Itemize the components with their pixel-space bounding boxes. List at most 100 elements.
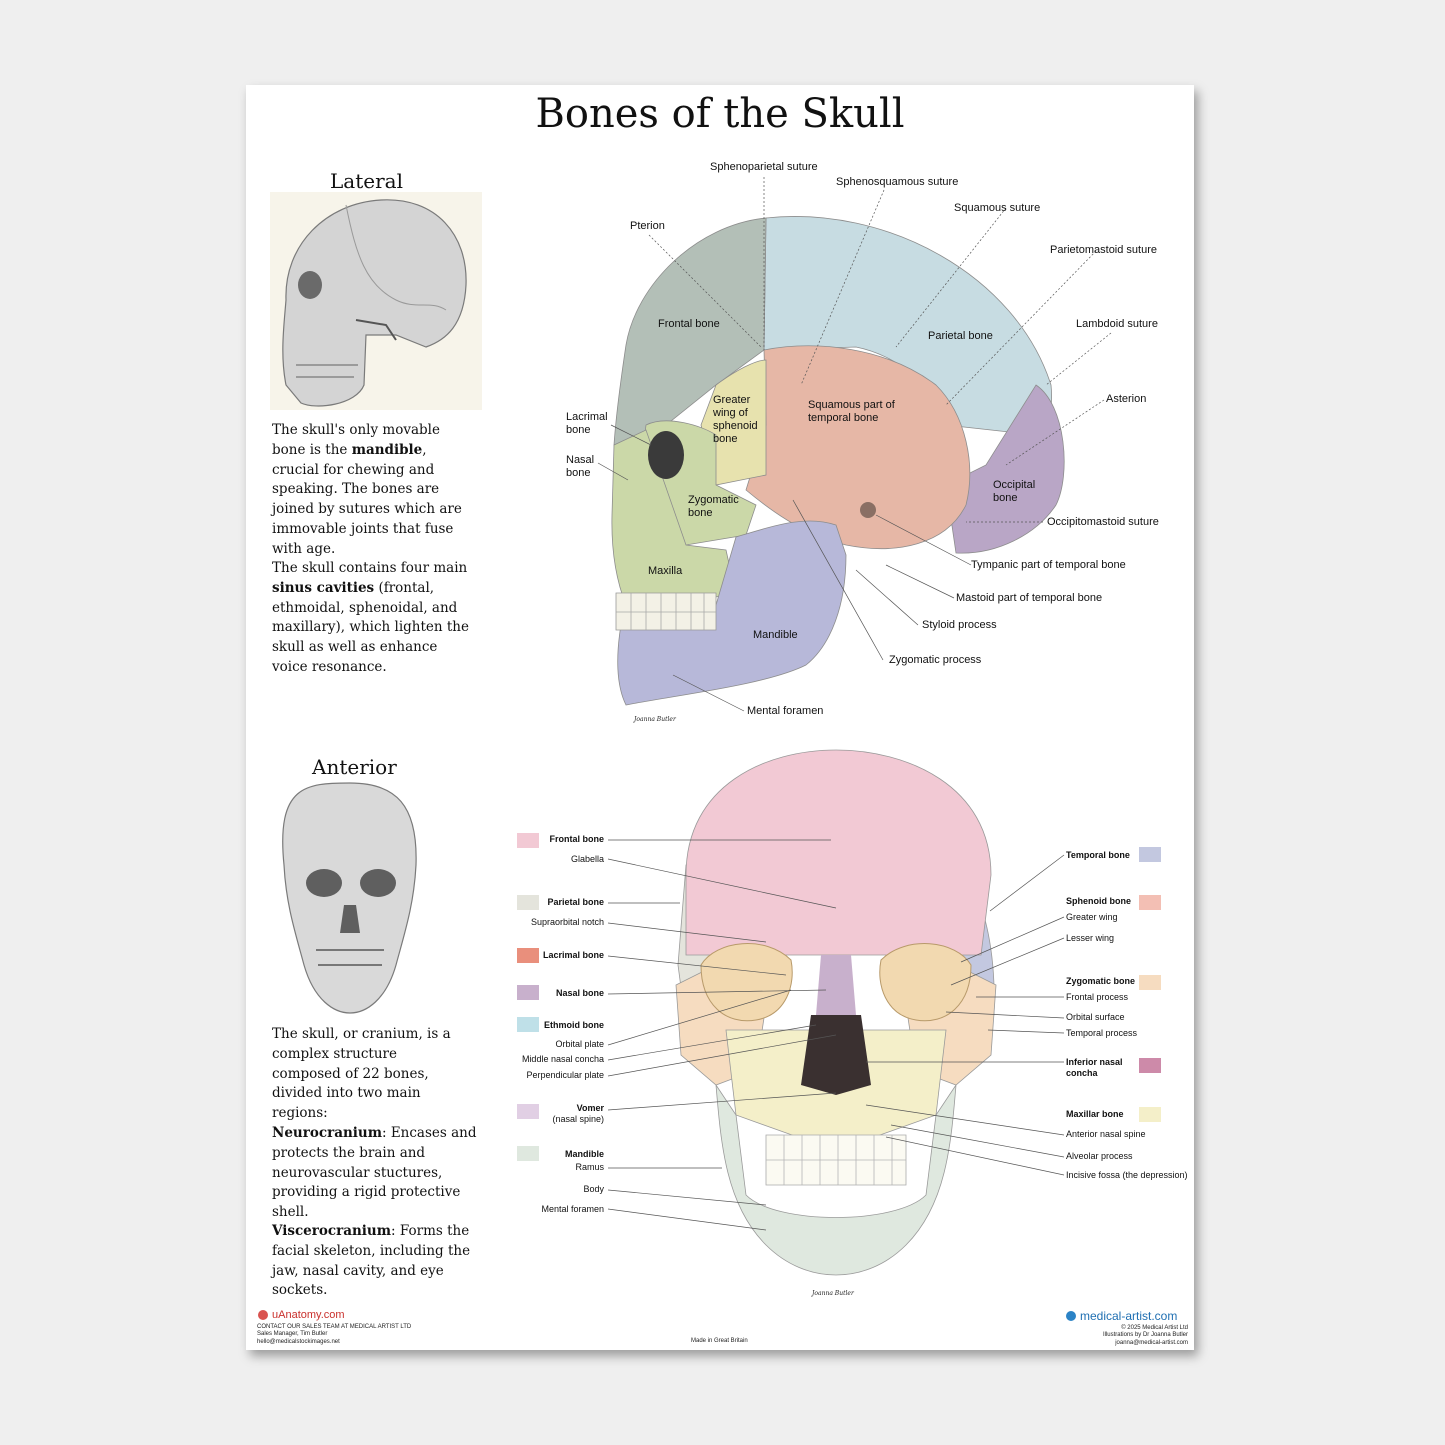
label-alveolar-process: Alveolar process bbox=[1066, 1151, 1133, 1161]
label-mandible-anterior: Mandible bbox=[564, 1149, 604, 1159]
label-temporal-process: Temporal process bbox=[1066, 1028, 1138, 1038]
lateral-maxilla-bone-shape bbox=[611, 429, 737, 606]
swatch-temporal bbox=[1139, 847, 1161, 862]
footer-contact-3[interactable]: hello@medicalstockimages.net bbox=[257, 1339, 340, 1345]
anterior-frontal-bone-shape bbox=[685, 749, 992, 956]
label-ethmoid-bone: Ethmoid bone bbox=[544, 1020, 604, 1030]
label-body: Body bbox=[583, 1184, 604, 1194]
label-temporal-bone: Temporal bone bbox=[1066, 850, 1130, 860]
label-orbital-plate: Orbital plate bbox=[555, 1039, 604, 1049]
footer-made-in: Made in Great Britain bbox=[691, 1338, 748, 1344]
anterior-heading: Anterior bbox=[312, 755, 397, 779]
label-supraorbital-notch: Supraorbital notch bbox=[530, 917, 604, 927]
lateral-sphenoid-bone-shape bbox=[700, 359, 767, 486]
label-mandible-lateral: Mandible bbox=[753, 629, 798, 641]
label-orbital-surface: Orbital surface bbox=[1066, 1012, 1125, 1022]
anterior-paragraph-1: The skull, or cranium, is a complex stru… bbox=[272, 1026, 451, 1122]
label-glabella: Glabella bbox=[570, 854, 604, 864]
label-parietal-bone-anterior: Parietal bone bbox=[547, 897, 604, 907]
label-parietal-bone-lateral: Parietal bone bbox=[928, 330, 993, 342]
label-sphenosquamous-suture: Sphenosquamous suture bbox=[836, 176, 959, 188]
label-lesser-wing: Lesser wing bbox=[1066, 933, 1115, 943]
anterior-colored-skull bbox=[675, 749, 997, 1276]
footer-copyright-1: © 2025 Medical Artist Ltd bbox=[1121, 1325, 1188, 1331]
label-mastoid-part: Mastoid part of temporal bone bbox=[956, 592, 1103, 604]
label-lacrimal-bone-lateral: Lacrimal bone bbox=[566, 411, 608, 436]
label-ramus: Ramus bbox=[575, 1162, 604, 1172]
label-incisive-fossa: Incisive fossa (the depression) bbox=[1066, 1170, 1188, 1180]
label-pterion: Pterion bbox=[630, 220, 665, 232]
label-inferior-nasal-concha: Inferior nasal concha bbox=[1066, 1057, 1123, 1078]
lateral-colored-skull bbox=[611, 216, 1065, 706]
swatch-inferior-concha bbox=[1139, 1058, 1161, 1073]
swatch-sphenoid bbox=[1139, 895, 1161, 910]
lateral-frontal-bone-shape bbox=[613, 217, 767, 446]
label-maxillar-bone: Maxillar bone bbox=[1066, 1109, 1124, 1119]
label-greater-wing-sphenoid: Greater wing of sphenoid bone bbox=[713, 394, 758, 445]
signature-anterior: Joanna Butler bbox=[812, 1290, 854, 1297]
label-perpendicular-plate: Perpendicular plate bbox=[526, 1070, 604, 1080]
anterior-paragraph-3: Viscerocranium: Forms the facial skeleto… bbox=[272, 1223, 471, 1299]
brand-uanatomy[interactable]: uAnatomy.com bbox=[272, 1309, 345, 1321]
label-frontal-bone-anterior: Frontal bone bbox=[549, 834, 605, 844]
poster: Bones of the Skull Lateral bbox=[246, 85, 1194, 1350]
swatch-ethmoid bbox=[517, 1017, 539, 1032]
footer-copyright-3[interactable]: joanna@medical-artist.com bbox=[1115, 1340, 1188, 1346]
label-zygomatic-bone-anterior: Zygomatic bone bbox=[1066, 976, 1136, 986]
label-anterior-nasal-spine: Anterior nasal spine bbox=[1066, 1129, 1146, 1139]
footer-copyright-2: Illustrations by Dr Joanna Butler bbox=[1102, 1332, 1188, 1338]
label-squamous-part-temporal: Squamous part of temporal bone bbox=[808, 399, 895, 424]
label-parietomastoid-suture: Parietomastoid suture bbox=[1050, 244, 1157, 256]
lateral-sketch-skull bbox=[270, 192, 482, 410]
brand-medical-artist[interactable]: medical-artist.com bbox=[1080, 1309, 1178, 1323]
swatch-nasal bbox=[517, 985, 539, 1000]
label-mental-foramen-anterior: Mental foramen bbox=[541, 1204, 604, 1214]
label-zygomatic-bone-lateral: Zygomatic bone bbox=[688, 494, 739, 519]
label-occipital-bone: Occipital bone bbox=[993, 479, 1036, 504]
label-lacrimal-bone-anterior: Lacrimal bone bbox=[542, 950, 604, 960]
swatch-zygomatic bbox=[1139, 975, 1161, 990]
lateral-heading: Lateral bbox=[330, 169, 403, 193]
swatch-frontal bbox=[517, 833, 539, 848]
anterior-mandible-bone-shape bbox=[715, 1084, 957, 1276]
label-zygomatic-process: Zygomatic process bbox=[889, 654, 982, 666]
label-vomer-nasal-spine: (nasal spine) bbox=[552, 1114, 604, 1124]
label-sphenoparietal-suture: Sphenoparietal suture bbox=[710, 161, 818, 173]
label-middle-nasal-concha: Middle nasal concha bbox=[521, 1054, 604, 1064]
label-nasal-bone-anterior: Nasal bone bbox=[555, 988, 604, 998]
label-vomer: Vomer bbox=[576, 1103, 604, 1113]
label-frontal-bone-lateral: Frontal bone bbox=[658, 318, 720, 330]
label-styloid-process: Styloid process bbox=[922, 619, 997, 631]
lateral-mandible-bone-shape bbox=[617, 520, 847, 706]
poster-title: Bones of the Skull bbox=[535, 91, 905, 137]
label-maxilla: Maxilla bbox=[648, 565, 683, 577]
illustration-layer bbox=[258, 177, 1112, 1321]
swatch-parietal bbox=[517, 895, 539, 910]
label-sphenoid-bone: Sphenoid bone bbox=[1066, 896, 1131, 906]
anterior-paragraph-2: Neurocranium: Encases and protects the b… bbox=[272, 1125, 477, 1221]
footer-contact-1: CONTACT OUR SALES TEAM AT MEDICAL ARTIST… bbox=[257, 1324, 412, 1330]
label-lambdoid-suture: Lambdoid suture bbox=[1076, 318, 1158, 330]
swatch-lacrimal bbox=[517, 948, 539, 963]
swatch-mandible bbox=[517, 1146, 539, 1161]
lateral-paragraph-2: The skull contains four main sinus cavit… bbox=[272, 560, 469, 675]
lateral-occipital-bone-shape bbox=[945, 384, 1065, 554]
swatch-maxillar bbox=[1139, 1107, 1161, 1122]
anterior-sketch-skull bbox=[282, 782, 417, 1014]
lateral-paragraph-1: The skull's only movable bone is the man… bbox=[272, 422, 462, 557]
swatch-vomer bbox=[517, 1104, 539, 1119]
label-greater-wing: Greater wing bbox=[1066, 912, 1118, 922]
label-tympanic-part: Tympanic part of temporal bone bbox=[971, 559, 1126, 571]
label-nasal-bone-lateral: Nasal bone bbox=[566, 454, 595, 479]
footer-contact-2: Sales Manager, Tim Butler bbox=[257, 1331, 328, 1337]
label-squamous-suture: Squamous suture bbox=[954, 202, 1041, 214]
label-asterion: Asterion bbox=[1106, 393, 1147, 405]
signature-lateral: Joanna Butler bbox=[634, 716, 676, 723]
medical-artist-logo-icon bbox=[1066, 1311, 1076, 1321]
uanatomy-logo-icon bbox=[258, 1310, 268, 1320]
lateral-leader-lines bbox=[648, 177, 1112, 523]
label-mental-foramen-lateral: Mental foramen bbox=[747, 705, 824, 717]
anterior-leader-lines bbox=[607, 839, 1065, 1231]
label-frontal-process: Frontal process bbox=[1066, 992, 1129, 1002]
label-occipitomastoid-suture: Occipitomastoid suture bbox=[1047, 516, 1159, 528]
